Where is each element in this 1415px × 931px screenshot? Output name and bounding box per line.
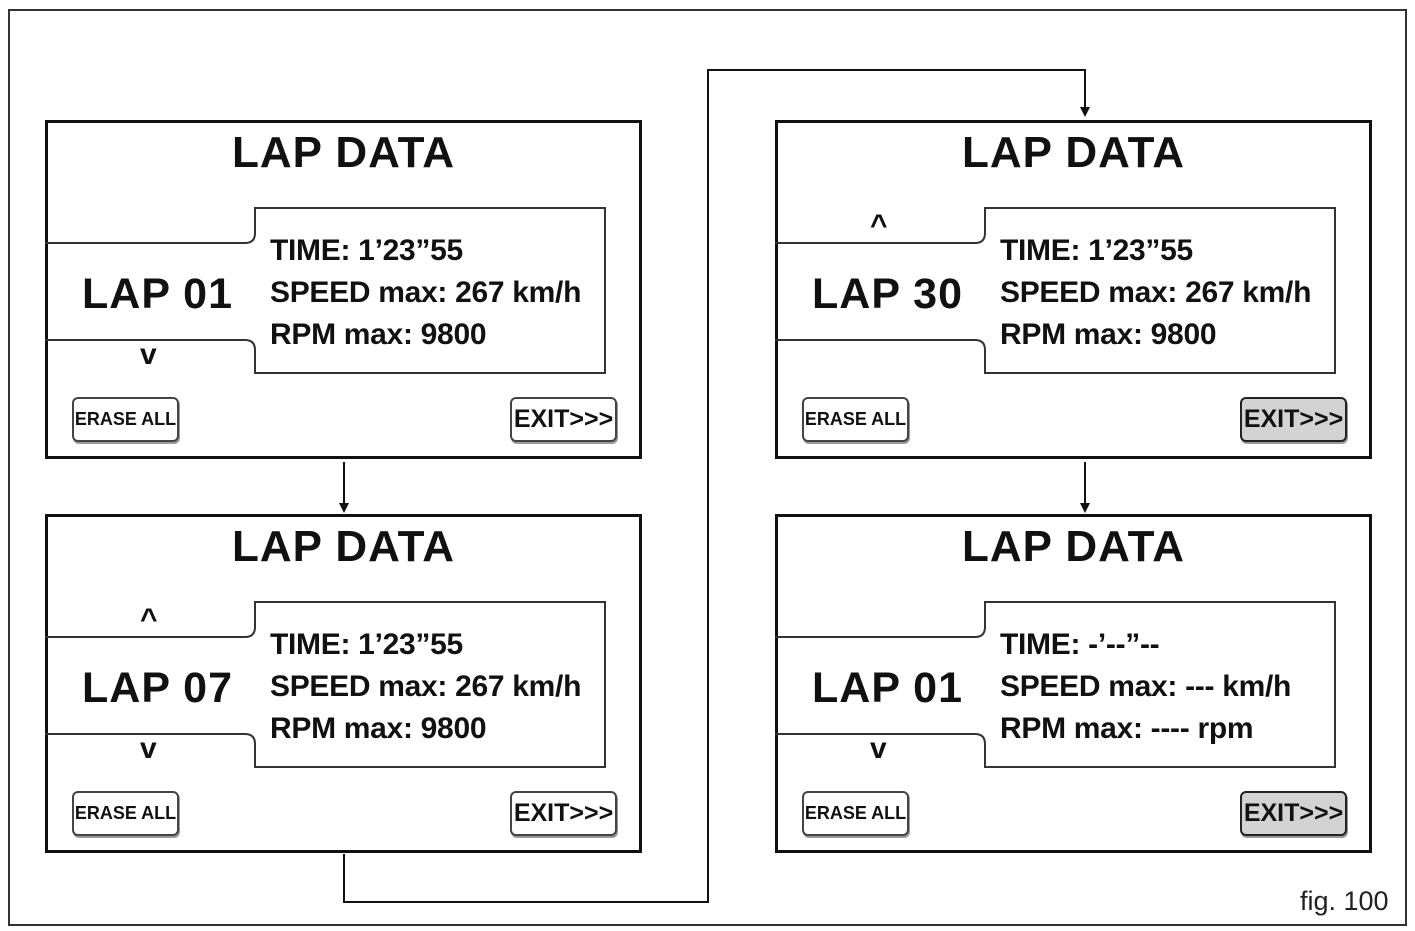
erase-all-button[interactable]: ERASE ALL (802, 397, 909, 442)
scroll-down-arrow-icon[interactable]: v (140, 732, 157, 765)
lap-data-screen-2: LAP DATA ^ LAP 07 v TIME: 1’23”55 SPEED … (45, 514, 642, 853)
lap-time: TIME: 1’23”55 (270, 234, 463, 267)
exit-button-highlighted[interactable]: EXIT>>> (1240, 397, 1347, 442)
scroll-up-arrow-icon[interactable]: ^ (140, 603, 158, 636)
lap-selector-outline (775, 601, 1336, 768)
lap-number: LAP 01 (82, 270, 233, 318)
scroll-up-arrow-icon[interactable]: ^ (870, 209, 888, 242)
screen-title: LAP DATA (231, 128, 456, 177)
screen-title: LAP DATA (231, 522, 456, 571)
lap-max-speed: SPEED max: 267 km/h (270, 670, 582, 703)
lap-time: TIME: -’--”-- (1000, 628, 1160, 661)
lap-max-rpm: RPM max: 9800 (270, 712, 487, 745)
lap-number: LAP 01 (812, 664, 963, 712)
figure-label: fig. 100 (1300, 886, 1389, 916)
exit-button-highlighted[interactable]: EXIT>>> (1240, 791, 1347, 836)
lap-info: TIME: 1’23”55 SPEED max: 267 km/h RPM ma… (1000, 230, 1311, 356)
lap-max-speed: SPEED max: 267 km/h (1000, 276, 1312, 309)
erase-all-button[interactable]: ERASE ALL (72, 397, 179, 442)
screen-title: LAP DATA (961, 128, 1186, 177)
lap-max-speed: SPEED max: 267 km/h (270, 276, 582, 309)
lap-max-speed: SPEED max: --- km/h (1000, 670, 1292, 703)
lap-selector-outline (775, 207, 1336, 374)
connector-screen2-to-screen3 (343, 69, 1090, 903)
lap-time: TIME: 1’23”55 (1000, 234, 1193, 267)
lap-max-rpm: RPM max: 9800 (1000, 318, 1217, 351)
lap-number: LAP 30 (812, 270, 963, 318)
erase-all-button[interactable]: ERASE ALL (802, 791, 909, 836)
lap-data-screen-4: LAP DATA LAP 01 v TIME: -’--”-- SPEED ma… (775, 514, 1372, 853)
scroll-down-arrow-icon[interactable]: v (140, 338, 157, 371)
lap-number: LAP 07 (82, 664, 233, 712)
scroll-down-arrow-icon[interactable]: v (870, 732, 887, 765)
exit-button[interactable]: EXIT>>> (510, 791, 617, 836)
lap-selector-outline (45, 207, 606, 374)
lap-time: TIME: 1’23”55 (270, 628, 463, 661)
screen-title: LAP DATA (961, 522, 1186, 571)
lap-max-rpm: RPM max: ---- rpm (1000, 712, 1254, 745)
lap-info: TIME: 1’23”55 SPEED max: 267 km/h RPM ma… (270, 624, 581, 750)
figure-frame (8, 9, 1407, 926)
exit-button[interactable]: EXIT>>> (510, 397, 617, 442)
lap-info: TIME: -’--”-- SPEED max: --- km/h RPM ma… (1000, 624, 1291, 750)
lap-max-rpm: RPM max: 9800 (270, 318, 487, 351)
lap-info: TIME: 1’23”55 SPEED max: 267 km/h RPM ma… (270, 230, 581, 356)
lap-selector-outline (45, 601, 606, 768)
lap-data-screen-1: LAP DATA LAP 01 v TIME: 1’23”55 SPEED ma… (45, 120, 642, 459)
erase-all-button[interactable]: ERASE ALL (72, 791, 179, 836)
lap-data-screen-3: LAP DATA ^ LAP 30 TIME: 1’23”55 SPEED ma… (775, 120, 1372, 459)
